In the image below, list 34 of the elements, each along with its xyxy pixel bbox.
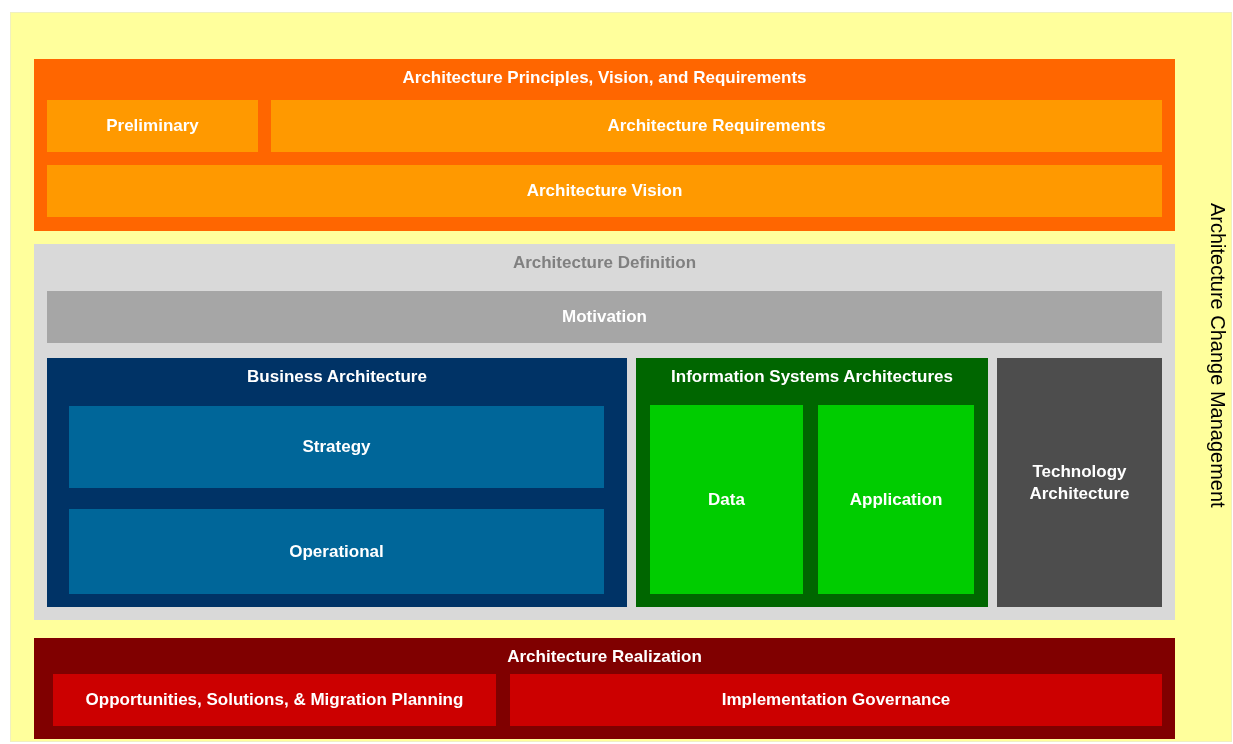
block-label: Technology Architecture xyxy=(1028,460,1131,505)
block xyxy=(69,406,604,488)
block-label: Preliminary xyxy=(105,114,200,137)
block xyxy=(53,674,496,726)
block xyxy=(69,509,604,594)
panel-heading: Information Systems Architectures xyxy=(670,367,954,387)
group-panel xyxy=(47,358,627,607)
block-label: Application xyxy=(848,488,944,511)
block-label: Architecture Requirements xyxy=(606,114,827,137)
block-label: Implementation Governance xyxy=(720,688,952,711)
group-panel xyxy=(34,59,1175,231)
block-label: Operational xyxy=(288,540,385,563)
group-panel xyxy=(34,638,1175,739)
block-label: Opportunities, Solutions, & Migration Planning xyxy=(84,688,465,711)
block xyxy=(47,100,258,152)
block-label: Data xyxy=(707,488,746,511)
block xyxy=(818,405,974,594)
block xyxy=(510,674,1162,726)
panel-heading: Architecture Realization xyxy=(506,647,703,667)
outer-band xyxy=(10,12,1232,742)
block xyxy=(997,358,1162,607)
block xyxy=(650,405,803,594)
block-label: Architecture Vision xyxy=(525,179,684,202)
panel-heading: Business Architecture xyxy=(246,367,428,387)
block xyxy=(47,291,1162,343)
panel-heading: Architecture Principles, Vision, and Requirements xyxy=(401,68,808,88)
group-panel xyxy=(636,358,988,607)
block-label: Motivation xyxy=(561,305,648,328)
block xyxy=(47,165,1162,217)
panel-heading: Architecture Definition xyxy=(511,253,698,273)
block xyxy=(271,100,1162,152)
band-label: Architecture Change Management xyxy=(1206,203,1229,508)
group-panel xyxy=(34,244,1175,620)
block-label: Strategy xyxy=(301,435,372,458)
